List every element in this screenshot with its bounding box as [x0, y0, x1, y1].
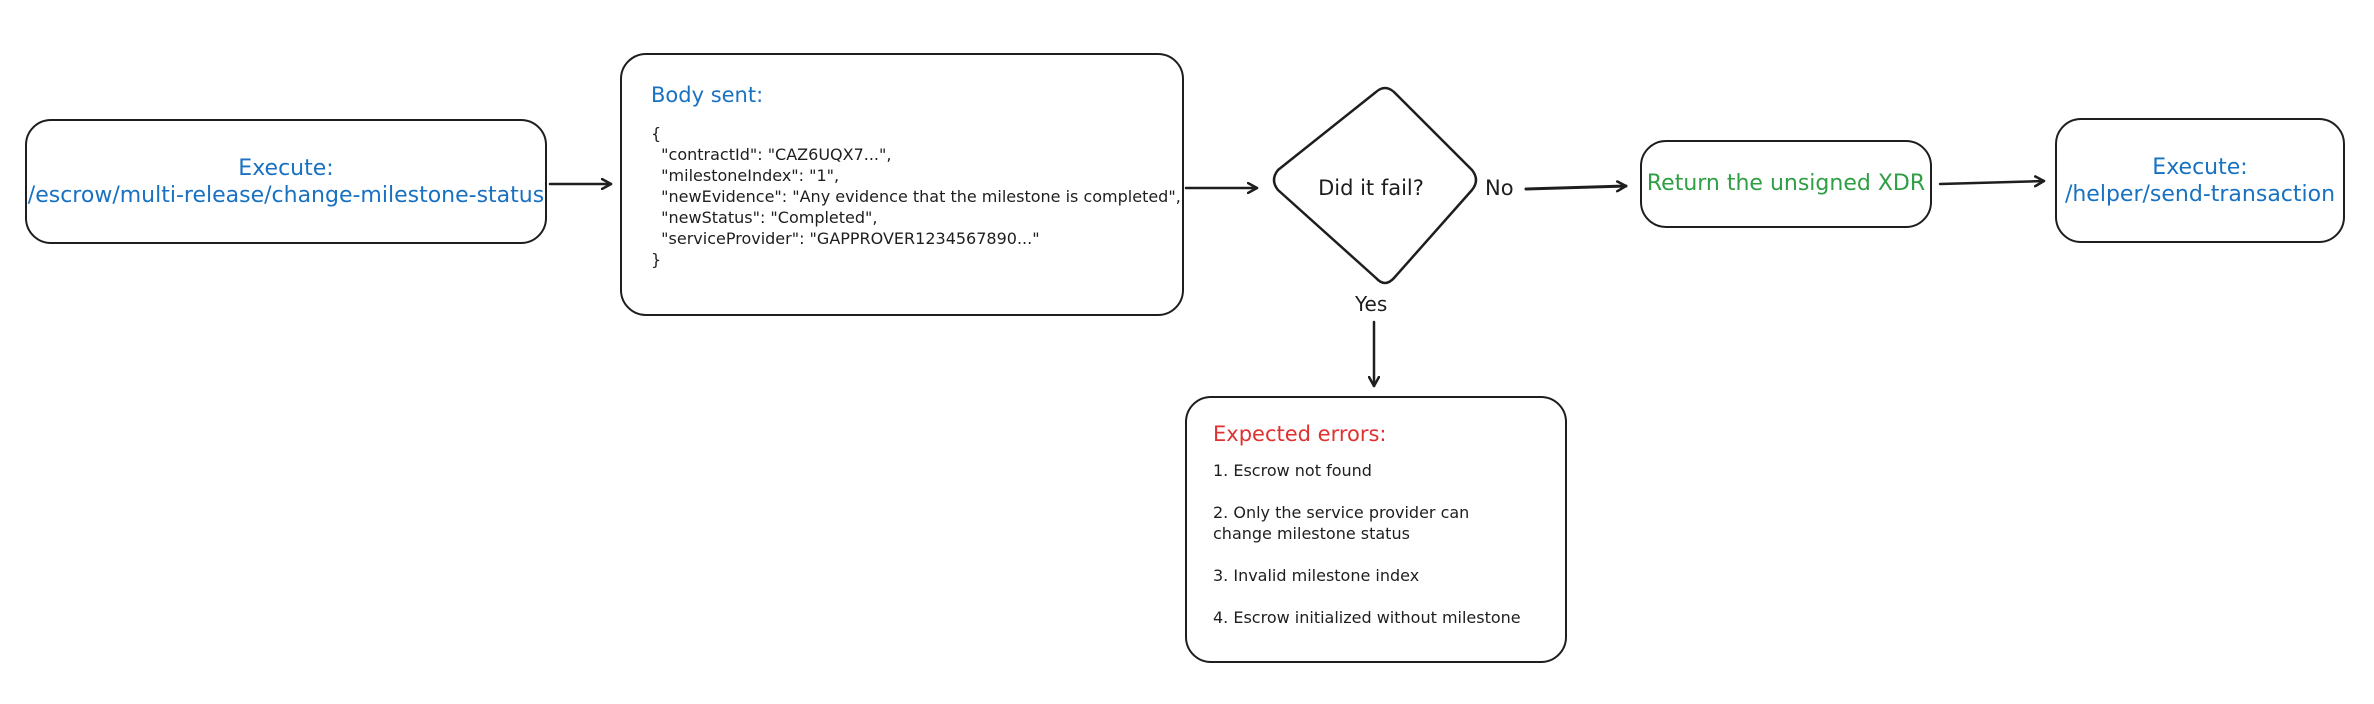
decision-diamond — [1272, 86, 1478, 285]
body-line: { — [651, 124, 662, 143]
endpoint-path: /helper/send-transaction — [2064, 181, 2336, 207]
expected-errors-box: Expected errors: 1. Escrow not found 2. … — [1185, 396, 1567, 663]
execute-label: Execute: — [238, 155, 334, 181]
return-xdr-label: Return the unsigned XDR — [1646, 171, 1926, 196]
body-line: "newEvidence": "Any evidence that the mi… — [651, 187, 1181, 206]
decision-question: Did it fail? — [1318, 176, 1424, 200]
execute-send-transaction-box: Execute: /helper/send-transaction — [2055, 118, 2345, 243]
error-item: 2. Only the service provider can change … — [1213, 503, 1470, 543]
error-item: 1. Escrow not found — [1213, 461, 1372, 480]
yes-branch-label: Yes — [1355, 292, 1388, 316]
arrow-return-to-execute — [1938, 181, 2046, 184]
body-sent-box: Body sent: { "contractId": "CAZ6UQX7..."… — [620, 53, 1184, 316]
execute-label: Execute: — [2152, 154, 2248, 180]
arrow-no-to-return — [1524, 186, 1628, 189]
execute-change-milestone-status-box: Execute: /escrow/multi-release/change-mi… — [25, 119, 547, 244]
expected-errors-heading: Expected errors: — [1213, 422, 1387, 446]
no-branch-label: No — [1485, 176, 1514, 200]
body-line: "milestoneIndex": "1", — [651, 166, 840, 185]
body-sent-heading: Body sent: — [651, 83, 764, 107]
return-unsigned-xdr-box: Return the unsigned XDR — [1640, 140, 1932, 228]
body-line: "contractId": "CAZ6UQX7...", — [651, 145, 892, 164]
body-line: } — [651, 250, 662, 269]
body-line: "serviceProvider": "GAPPROVER1234567890.… — [651, 229, 1040, 248]
body-line: "newStatus": "Completed", — [651, 208, 878, 227]
error-item: 3. Invalid milestone index — [1213, 566, 1420, 585]
error-item: 4. Escrow initialized without milestone — [1213, 608, 1521, 627]
endpoint-path: /escrow/multi-release/change-milestone-s… — [27, 182, 545, 208]
